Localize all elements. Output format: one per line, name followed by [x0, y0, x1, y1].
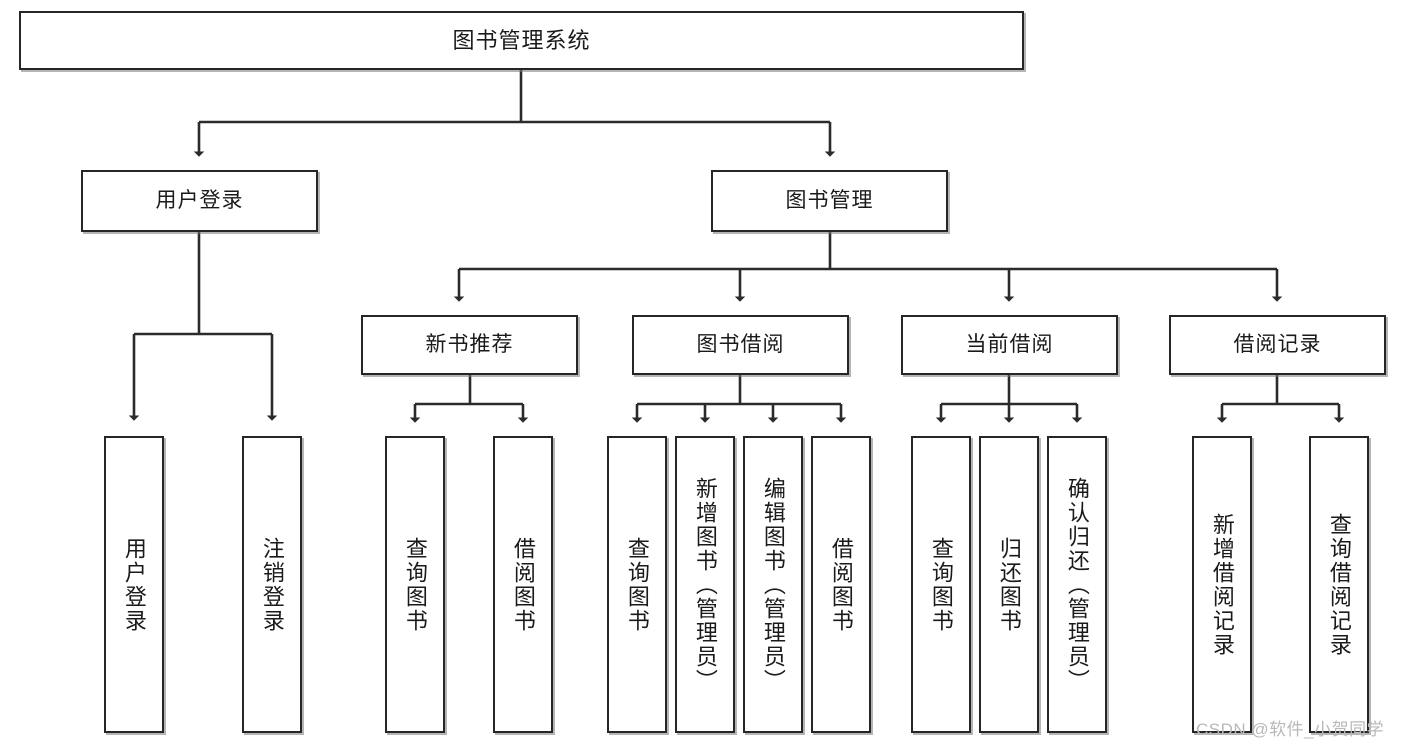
node-label: 查询图书: [624, 536, 650, 633]
node-label: 图书借阅: [696, 332, 785, 356]
node-root-system[interactable]: 图书管理系统: [19, 11, 1024, 70]
node-new-book-recommend[interactable]: 新书推荐: [361, 315, 578, 375]
node-label: 查询借阅记录: [1326, 512, 1352, 657]
node-leaf-add-borrow-record[interactable]: 新增借阅记录: [1192, 436, 1252, 733]
node-current-borrow[interactable]: 当前借阅: [901, 315, 1118, 375]
node-leaf-add-book-admin[interactable]: 新增图书（管理员）: [675, 436, 735, 733]
node-user-login[interactable]: 用户登录: [81, 170, 318, 232]
node-leaf-edit-book-admin[interactable]: 编辑图书（管理员）: [743, 436, 803, 733]
node-leaf-borrow-book[interactable]: 借阅图书: [811, 436, 871, 733]
node-leaf-return-book[interactable]: 归还图书: [979, 436, 1039, 733]
node-label: 归还图书: [996, 536, 1022, 633]
node-leaf-confirm-return-admin[interactable]: 确认归还（管理员）: [1047, 436, 1107, 733]
node-label: 新增借阅记录: [1209, 512, 1235, 657]
node-label: 用户登录: [121, 536, 147, 633]
node-label: 查询图书: [402, 536, 428, 633]
node-label: 新增图书（管理员）: [692, 476, 718, 693]
node-leaf-borrow-book-recommend[interactable]: 借阅图书: [493, 436, 553, 733]
node-leaf-query-book-recommend[interactable]: 查询图书: [385, 436, 445, 733]
node-label: 查询图书: [928, 536, 954, 633]
node-leaf-query-borrow-record[interactable]: 查询借阅记录: [1309, 436, 1369, 733]
node-leaf-query-book-borrow[interactable]: 查询图书: [607, 436, 667, 733]
node-label: 编辑图书（管理员）: [760, 476, 786, 693]
node-label: 图书管理系统: [452, 27, 591, 53]
node-leaf-query-book-current[interactable]: 查询图书: [911, 436, 971, 733]
node-label: 图书管理: [785, 188, 874, 212]
node-borrow-record[interactable]: 借阅记录: [1169, 315, 1386, 375]
node-label: 当前借阅: [965, 332, 1054, 356]
csdn-watermark: CSDN @软件_小贺同学: [1196, 720, 1385, 739]
node-label: 借阅图书: [828, 536, 854, 633]
node-label: 注销登录: [259, 536, 285, 633]
node-book-management[interactable]: 图书管理: [711, 170, 948, 232]
node-label: 新书推荐: [425, 332, 514, 356]
node-label: 借阅记录: [1233, 332, 1322, 356]
node-label: 确认归还（管理员）: [1064, 476, 1090, 693]
node-leaf-user-login[interactable]: 用户登录: [104, 436, 164, 733]
node-book-borrow[interactable]: 图书借阅: [632, 315, 849, 375]
node-label: 借阅图书: [510, 536, 536, 633]
node-label: 用户登录: [155, 188, 244, 212]
node-leaf-logout[interactable]: 注销登录: [242, 436, 302, 733]
